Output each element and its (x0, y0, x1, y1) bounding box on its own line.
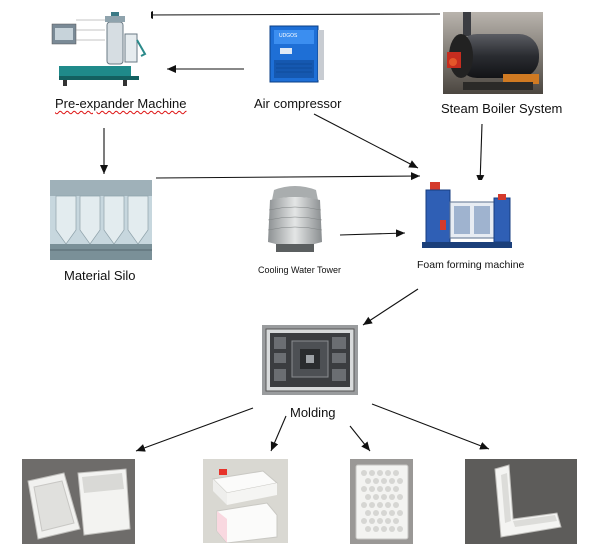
arrow-molding-to-product-2 (270, 415, 287, 452)
steam-boiler-label: Steam Boiler System (441, 101, 563, 116)
arrow-boiler-to-foam (476, 123, 485, 185)
product-honeycomb-tray-image (350, 459, 413, 544)
foam-forming-machine-image (418, 180, 516, 252)
arrow-foam-to-mold (362, 288, 419, 326)
air-compressor-image: UDGOS (266, 22, 326, 86)
molding-label: Molding (290, 405, 336, 420)
mold-image (262, 325, 358, 395)
product-foam-block-image (203, 459, 288, 543)
foam-forming-label: Foam forming machine (417, 259, 525, 271)
steam-boiler-image (443, 12, 543, 94)
arrow-molding-to-product-1 (135, 407, 254, 452)
material-silo-label: Material Silo (64, 268, 136, 283)
air-compressor-label: Air compressor (254, 96, 342, 111)
cooling-tower-image (264, 184, 326, 256)
arrow-silo-to-foam (155, 172, 421, 181)
compressor-badge: UDGOS (279, 33, 298, 39)
product-corner-protector-image (465, 459, 577, 544)
cooling-tower-label: Cooling Water Tower (258, 265, 342, 275)
material-silo-image (50, 180, 152, 260)
pre-expander-machine-image (45, 10, 151, 90)
arrow-boiler-to-preexpander (143, 10, 441, 19)
arrow-tower-to-foam (339, 229, 406, 238)
arrow-compressor-to-foam (313, 113, 419, 169)
pre-expander-label: Pre-expander Machine (55, 96, 187, 111)
arrow-molding-to-product-3 (349, 425, 371, 452)
arrow-molding-to-product-4 (371, 403, 490, 450)
product-foam-box-image (22, 459, 135, 544)
